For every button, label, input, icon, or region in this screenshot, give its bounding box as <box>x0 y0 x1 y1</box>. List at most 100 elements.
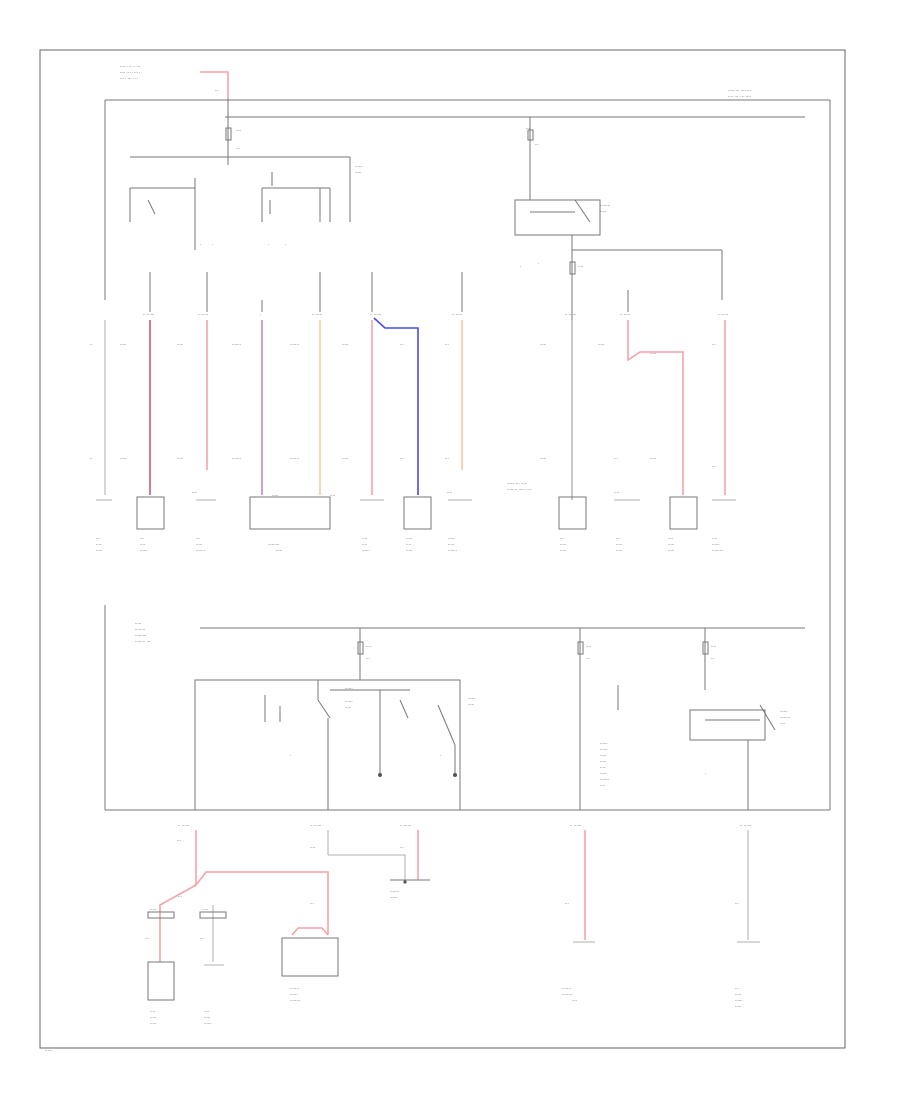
svg-text:···: ··· <box>712 464 716 469</box>
lower-fuses: ······· ······· ······· <box>357 628 716 810</box>
svg-text:·: · <box>520 264 521 269</box>
svg-text:·· ······: ·· ······ <box>143 312 154 317</box>
svg-text:······: ······ <box>390 895 398 900</box>
svg-text:·····: ····· <box>448 536 454 541</box>
svg-text:···· ··· · ·· ····: ···· ··· · ·· ···· <box>728 94 751 99</box>
svg-text:···: ··· <box>145 936 149 941</box>
svg-text:········: ········ <box>600 203 610 208</box>
svg-text:·····: ····· <box>616 548 622 553</box>
svg-text:··· · ··· · ··: ··· · ··· · ·· <box>120 76 138 81</box>
svg-text:·: · <box>538 261 539 266</box>
svg-text:·· ······: ·· ······ <box>310 823 321 828</box>
svg-text:····: ···· <box>668 536 673 541</box>
svg-text:·····: ····· <box>177 456 183 461</box>
svg-text:········: ········ <box>290 998 300 1003</box>
svg-text:·: · <box>285 242 286 247</box>
svg-text:·····: ····· <box>272 493 278 498</box>
svg-text:······: ······ <box>204 1021 212 1026</box>
svg-text:····: ···· <box>712 536 717 541</box>
svg-text:·········: ········· <box>712 548 723 553</box>
svg-text:······: ······ <box>345 686 353 691</box>
svg-text:·····: ····· <box>600 771 606 776</box>
svg-text:·· ·····: ·· ····· <box>312 312 322 317</box>
svg-text:······: ······ <box>780 709 788 714</box>
svg-text:·····: ····· <box>120 456 126 461</box>
lamp-icon <box>249 496 331 530</box>
lower-captions: ············· ·············· ···········… <box>150 889 743 1026</box>
svg-text:·······: ······· <box>390 889 399 894</box>
svg-text:·····: ····· <box>196 542 202 547</box>
svg-text:····: ···· <box>330 493 335 498</box>
svg-text:·····: ····· <box>150 907 156 912</box>
svg-text:······: ······ <box>735 998 743 1003</box>
svg-text:·····: ····· <box>468 702 474 707</box>
svg-text:·: · <box>212 242 213 247</box>
svg-text:·· ······: ·· ······ <box>400 823 411 828</box>
svg-text:····: ···· <box>310 845 315 850</box>
svg-text:·····: ····· <box>204 1015 210 1020</box>
svg-text:·····: ····· <box>668 542 674 547</box>
page-frame <box>39 49 846 1049</box>
svg-text:·····: ····· <box>406 548 412 553</box>
svg-text:····: ···· <box>614 490 619 495</box>
svg-text:·····: ····· <box>177 342 183 347</box>
svg-text:·······: ······· <box>232 342 241 347</box>
upper-drops <box>149 272 629 312</box>
svg-text:·····: ····· <box>202 907 208 912</box>
svg-text:·····: ····· <box>150 1021 156 1026</box>
svg-text:·····: ····· <box>600 209 606 214</box>
svg-text:········: ········ <box>780 715 790 720</box>
svg-text:······: ······ <box>355 164 363 169</box>
svg-text:·: · <box>200 242 201 247</box>
svg-text:·····: ····· <box>668 548 674 553</box>
svg-text:·········: ········· <box>135 633 146 638</box>
fuse-icon <box>225 127 232 141</box>
svg-text:·······: ······· <box>448 548 457 553</box>
svg-text:···: ··· <box>200 936 204 941</box>
lamp-icon <box>403 496 432 530</box>
svg-text:···: ··· <box>712 342 716 347</box>
fuse-icon <box>569 261 576 275</box>
relay-right: ··· ··· ········ ····· · · ···· <box>514 117 723 500</box>
svg-text:····: ···· <box>366 644 371 649</box>
svg-text:···: ··· <box>140 536 144 541</box>
ground-icon <box>378 773 382 777</box>
svg-text:···· ·· ·· ··· ·: ···· ·· ·· ··· · <box>120 70 140 75</box>
svg-text:····· ··· ···· ···: ····· ··· ···· ··· <box>728 88 751 93</box>
svg-text:····: ···· <box>140 542 145 547</box>
svg-text:······: ······ <box>362 548 370 553</box>
svg-text:···: ··· <box>735 986 739 991</box>
svg-text:·········: ········· <box>268 542 279 547</box>
lamp-icon <box>136 496 165 530</box>
svg-text:·····: ····· <box>560 548 566 553</box>
svg-text:····: ···· <box>586 644 591 649</box>
svg-text:···: ··· <box>526 126 530 131</box>
svg-text:·······: ······· <box>562 986 571 991</box>
svg-text:·····: ····· <box>342 456 348 461</box>
svg-text:·····: ····· <box>600 753 606 758</box>
svg-text:·······: ······· <box>290 342 299 347</box>
svg-text:····: ···· <box>192 490 197 495</box>
svg-text:·· ·····: ·· ····· <box>620 312 630 317</box>
svg-text:·····: ····· <box>342 342 348 347</box>
relay-right-lower: ············ ·········· ········· ······… <box>600 685 790 810</box>
svg-text:····: ···· <box>406 542 411 547</box>
svg-text:·····: ····· <box>276 548 282 553</box>
svg-text:···: ··· <box>565 901 569 906</box>
svg-text:····: ···· <box>600 765 605 770</box>
top-power-source: ···· · ··· · ··· ···· ·· ·· ··· · ··· · … <box>120 64 229 98</box>
svg-text:····: ···· <box>572 998 577 1003</box>
svg-text:···: ··· <box>177 838 181 843</box>
relay-switch-group-left: · · · · <box>129 172 331 250</box>
svg-text:·····: ····· <box>616 542 622 547</box>
svg-text:·····: ····· <box>650 351 656 356</box>
svg-text:·····: ····· <box>345 705 351 710</box>
relay-box-lower: ······ ··········· ··········· ·· <box>194 679 476 811</box>
svg-text:····: ···· <box>447 490 452 495</box>
svg-text:·: · <box>268 242 269 247</box>
svg-text:······: ······ <box>468 696 476 701</box>
svg-text:····: ···· <box>362 542 367 547</box>
svg-text:·····: ····· <box>96 548 102 553</box>
svg-text:·····: ····· <box>598 342 604 347</box>
fuse-icon <box>702 641 709 655</box>
